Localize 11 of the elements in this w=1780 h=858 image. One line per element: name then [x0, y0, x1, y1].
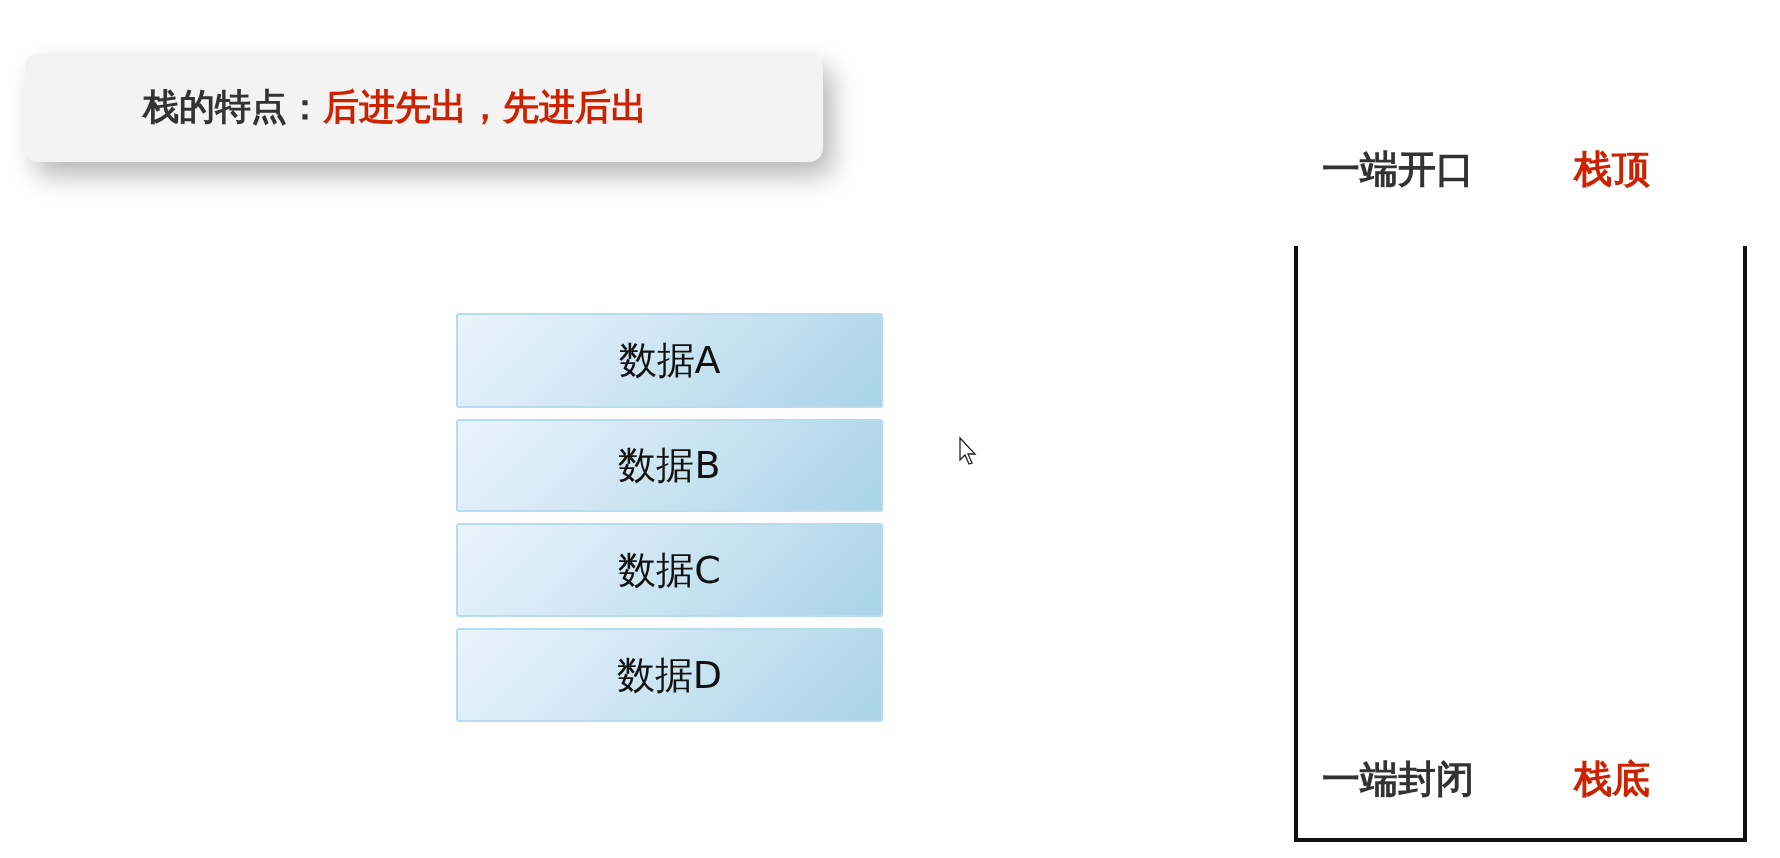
- stack-top-label: 栈顶: [1574, 146, 1650, 193]
- stack-end-label: 一端开口: [1322, 146, 1474, 193]
- title-card: [25, 53, 823, 162]
- data-box: 数据A: [456, 313, 883, 408]
- data-box: 数据D: [456, 628, 883, 722]
- heading-text: 栈的特点：: [143, 85, 323, 129]
- data-box: 数据B: [456, 419, 883, 512]
- highlight-text: 后进先出，先进后出: [323, 85, 647, 129]
- data-box: 数据C: [456, 523, 883, 617]
- stack-end-label: 一端封闭: [1322, 756, 1474, 803]
- stack-bottom-label: 栈底: [1574, 756, 1650, 803]
